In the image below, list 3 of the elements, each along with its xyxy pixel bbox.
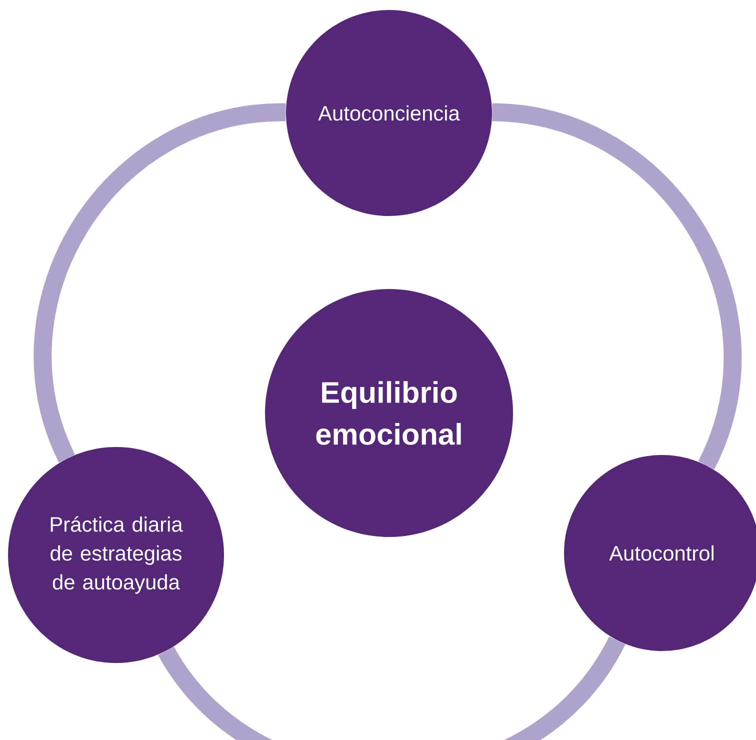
ring-arc (158, 636, 625, 740)
ring-arc (34, 103, 286, 462)
ring-arc (491, 103, 742, 469)
